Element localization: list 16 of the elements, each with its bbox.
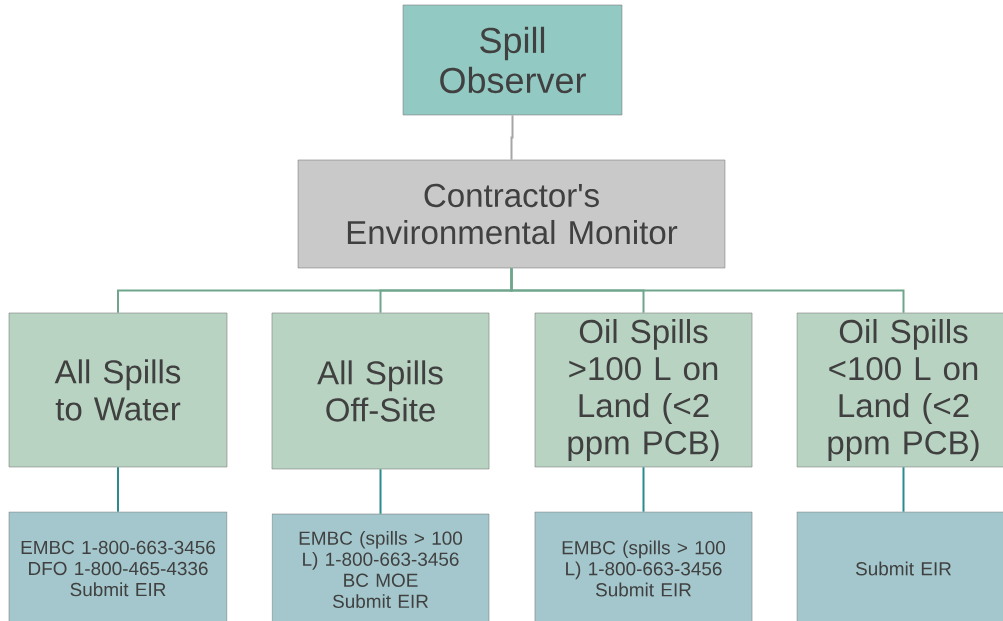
connector-line (379, 468, 382, 515)
connector-line (510, 114, 514, 161)
category-box: Oil Spills >100 L on Land (<2 ppm PCB) (534, 312, 753, 468)
connector-line (510, 267, 905, 314)
contact-box: EMBC (spills > 100 L) 1-800-663-3456 BC MOE Submit EIR (271, 513, 490, 621)
category-box: Oil Spills <100 L on Land (<2 ppm PCB) (796, 312, 1003, 468)
contact-box: Submit EIR (796, 511, 1003, 621)
contact-box: EMBC (spills > 100 L) 1-800-663-3456 Submit EIR (534, 511, 753, 621)
role-box: Spill Observer (402, 4, 623, 116)
category-box: All Spills Off-Site (271, 312, 490, 470)
connector-line (642, 466, 645, 513)
role-box: Contractor's Environmental Monitor (297, 159, 726, 269)
connector-line (117, 466, 119, 513)
connector-line (902, 466, 905, 513)
contact-box: EMBC 1-800-663-3456 DFO 1-800-465-4336 Submit EIR (8, 511, 228, 621)
category-box: All Spills to Water (8, 312, 228, 468)
